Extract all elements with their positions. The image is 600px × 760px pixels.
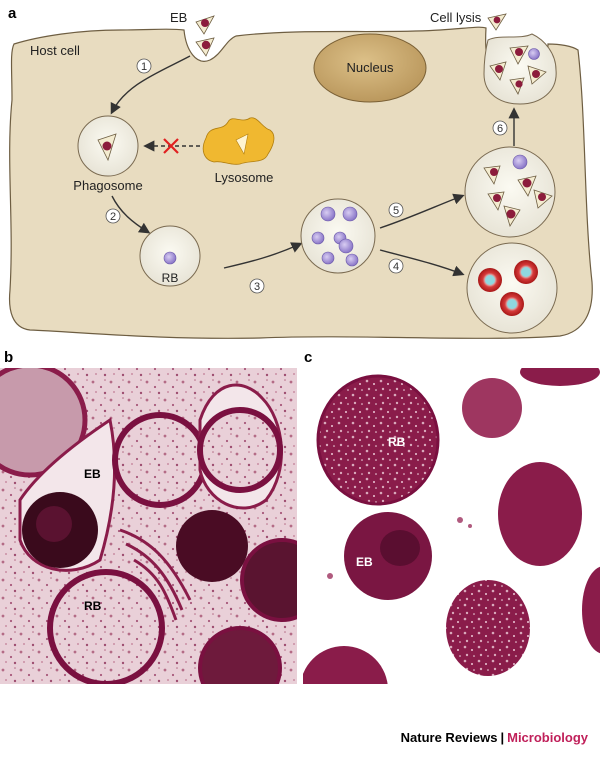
- eb-particle-core: [538, 193, 546, 201]
- rb-particle: [338, 238, 354, 254]
- rb-label: RB: [162, 271, 179, 285]
- rb-particle: [528, 48, 540, 60]
- nucleus: [313, 33, 427, 103]
- micrograph-c-debris: [468, 524, 472, 528]
- step-2-arrow: [111, 195, 151, 234]
- step-3-number: 3: [254, 281, 260, 293]
- panel-b-letter: b: [4, 349, 13, 366]
- eb-particle-core: [532, 70, 540, 78]
- step-1-arrow: [110, 55, 191, 115]
- step-6-marker: [492, 120, 508, 136]
- panel-a-letter: a: [8, 5, 17, 22]
- micrograph-b-cell: [197, 407, 283, 493]
- micrograph-b-cell: [198, 626, 282, 684]
- eb-particle-core: [495, 65, 503, 73]
- micrograph-b-rb-body: [47, 569, 165, 684]
- micrograph-c-dense-body: [498, 462, 582, 566]
- mixed-eb-rb-group: [483, 154, 553, 227]
- rb-particle: [311, 231, 325, 245]
- panel-c-letter: c: [304, 349, 312, 366]
- micrograph-b-cell: [0, 368, 88, 478]
- micrograph-b-cell: [240, 538, 297, 622]
- journal-subject: Microbiology: [507, 730, 588, 745]
- micrograph-b-eb-inner: [36, 506, 72, 542]
- micrograph-c-cell: [582, 566, 600, 654]
- step-5-arrow: [379, 193, 465, 229]
- rb-particle: [320, 206, 336, 222]
- rb-particle: [163, 251, 177, 265]
- micrograph-c-small-body: [462, 378, 522, 438]
- eb-particle-core: [201, 40, 211, 50]
- lysosome-granule: [235, 133, 249, 155]
- eb-particle-core: [201, 19, 209, 27]
- credit-separator: |: [500, 730, 505, 745]
- rb-particle: [512, 154, 528, 170]
- step-2-marker: [105, 208, 121, 224]
- panel-b: b EB RB: [0, 349, 297, 684]
- dividing-rb-group: [311, 206, 359, 267]
- entering-eb-group: [195, 15, 215, 57]
- step-5-marker: [388, 202, 404, 218]
- eb-particle-core: [493, 16, 501, 24]
- micrograph-b-dense-body: [176, 510, 248, 582]
- step-6-number: 6: [497, 123, 503, 135]
- eb-particle-core: [506, 209, 516, 219]
- eb-label: EB: [170, 10, 187, 25]
- rb-particle: [321, 251, 335, 265]
- rb-particle: [342, 206, 358, 222]
- persistent-vacuole: [466, 242, 558, 334]
- cell-lysis-label: Cell lysis: [430, 10, 482, 25]
- micrograph-b-membrane-fold: [119, 528, 192, 621]
- micrograph-c-rb-label: RB: [388, 435, 406, 449]
- step-5-number: 5: [393, 205, 399, 217]
- lysis-vacuole-group: [483, 13, 557, 105]
- inhibition-x-mark: [163, 138, 179, 154]
- micrograph-c-eb-inner: [380, 530, 420, 566]
- micrograph-c-cell: [303, 646, 388, 684]
- step-4-arrow: [379, 249, 465, 277]
- aberrant-body-group: [478, 260, 538, 316]
- micrograph-c-cell: [520, 368, 600, 386]
- micrograph-c-eb-label: EB: [356, 555, 373, 569]
- eb-particle-core: [515, 48, 523, 56]
- step-4-number: 4: [393, 261, 399, 273]
- micrograph-b-cell: [112, 412, 208, 508]
- aberrant-body-core: [521, 267, 531, 277]
- step-2-number: 2: [110, 211, 116, 223]
- micrograph-b-rb-label: RB: [84, 599, 102, 613]
- lysosome-label: Lysosome: [215, 170, 274, 185]
- nucleus-label: Nucleus: [347, 60, 394, 75]
- micrograph-c-rb-body: [446, 580, 530, 676]
- journal-credit: Nature Reviews|Microbiology: [401, 730, 588, 745]
- rb-particle: [345, 253, 359, 267]
- eb-particle-core: [102, 141, 112, 151]
- eb-particle-core: [515, 80, 523, 88]
- eb-particle-core: [490, 168, 498, 176]
- micrograph-c-debris: [457, 517, 463, 523]
- step-1-marker: [136, 58, 152, 74]
- micrograph-c-debris: [327, 573, 333, 579]
- step-1-number: 1: [141, 61, 147, 73]
- micrograph-c-rb-body: [316, 374, 440, 506]
- micrograph-b-eb-label: EB: [84, 467, 101, 481]
- phagosome-label: Phagosome: [73, 178, 142, 193]
- host-cell-label: Host cell: [30, 43, 80, 58]
- eb-particle-core: [493, 194, 501, 202]
- step-3-marker: [249, 278, 265, 294]
- aberrant-body-core: [507, 299, 517, 309]
- panel-a: a Host cell EB Nucleus Cell lysis: [8, 5, 593, 339]
- panel-c: c RB EB: [303, 349, 600, 684]
- aberrant-body-core: [485, 275, 495, 285]
- journal-name: Nature Reviews: [400, 730, 498, 745]
- step-3-arrow: [223, 242, 303, 269]
- eb-particle-core: [522, 178, 532, 188]
- step-4-marker: [388, 258, 404, 274]
